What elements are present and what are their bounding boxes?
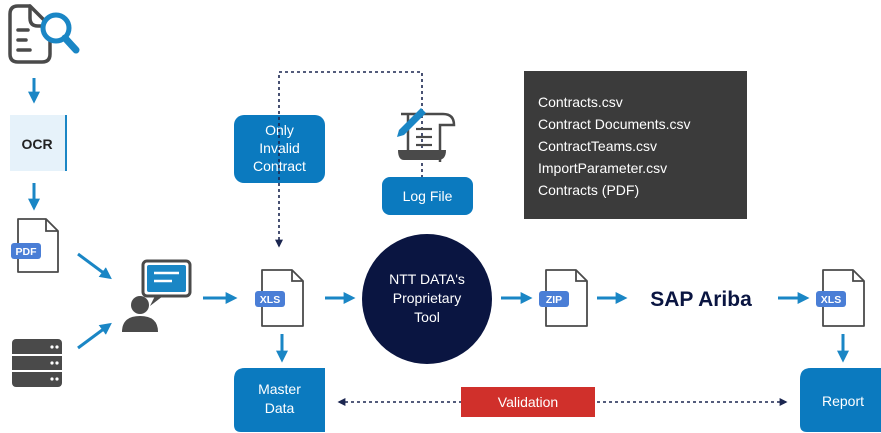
ocr-node: OCR [10,115,67,171]
server-icon [12,339,62,387]
validation-node: Validation [461,387,595,417]
master-data-line-1: Master [258,381,301,397]
log-file-label: Log File [403,188,453,204]
xls-input-document-icon: XLS [255,269,304,327]
file-item-5: Contracts (PDF) [538,182,639,198]
xls-input-label: XLS [260,294,280,306]
ocr-label: OCR [21,136,52,152]
tool-line-1: NTT DATA's [389,271,465,287]
master-data-node: Master Data [234,368,325,432]
ntt-data-tool-node: NTT DATA's Proprietary Tool [362,234,492,364]
file-item-2: Contract Documents.csv [538,116,691,132]
sap-ariba-label: SAP Ariba [650,288,752,311]
tool-line-2: Proprietary [393,290,461,306]
xls-output-label: XLS [821,294,841,306]
arrow-pdf-to-user [77,252,112,280]
log-scroll-icon [397,108,456,162]
arrow-server-to-user [77,322,112,350]
tool-line-3: Tool [414,309,440,325]
zip-label: ZIP [546,294,562,306]
pdf-document-icon: PDF [11,218,59,273]
pdf-label: PDF [16,246,38,258]
zip-document-icon: ZIP [539,269,588,327]
output-files-panel: Contracts.csv Contract Documents.csv Con… [524,71,747,219]
document-search-icon [8,4,80,64]
file-item-1: Contracts.csv [538,94,623,110]
file-item-3: ContractTeams.csv [538,138,657,154]
report-node: Report [800,368,881,432]
validation-label: Validation [498,394,558,410]
master-data-line-2: Data [265,400,295,416]
file-item-4: ImportParameter.csv [538,160,667,176]
report-label: Report [822,393,864,409]
log-file-node: Log File [382,177,473,215]
xls-output-document-icon: XLS [816,269,865,327]
user-chat-icon [122,259,192,332]
invalid-feedback-dotted-line [275,71,423,248]
